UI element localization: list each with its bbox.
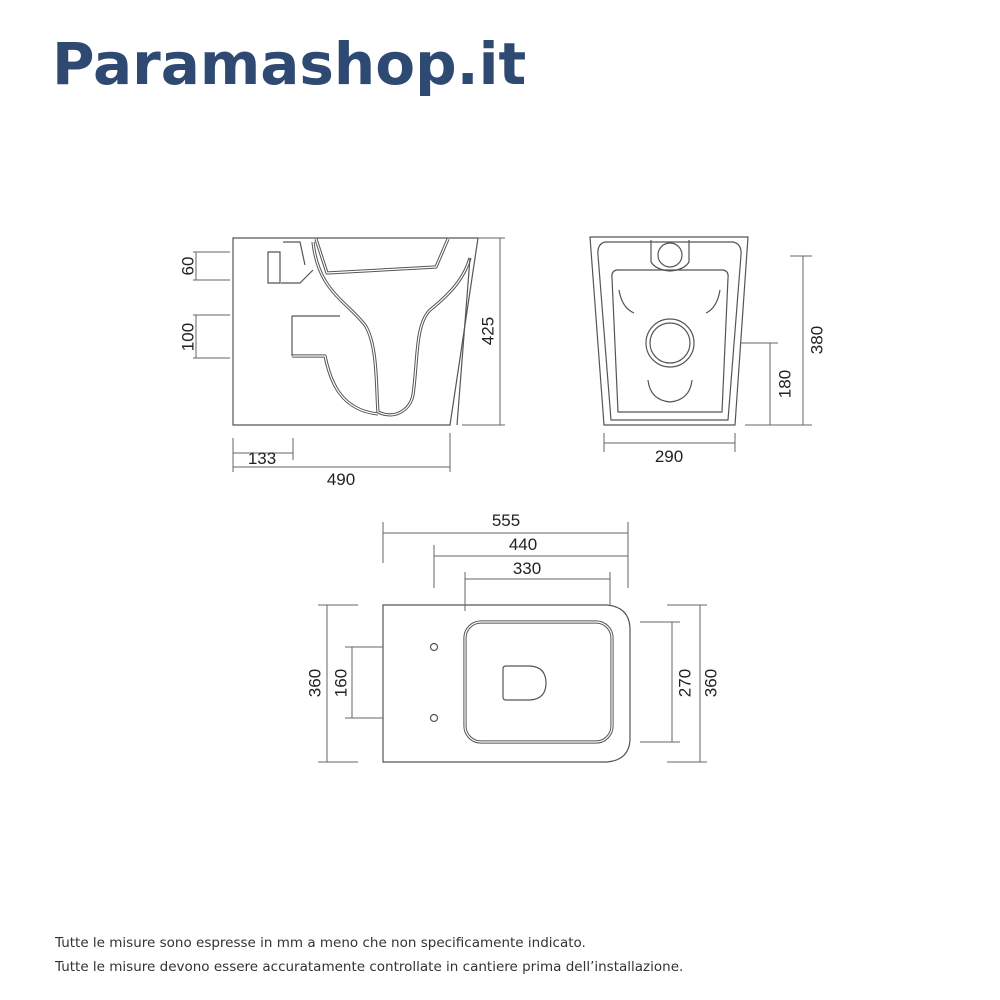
dim-360-left: 360 — [305, 669, 324, 697]
dim-330: 330 — [513, 559, 541, 578]
rear-view: 180 380 290 — [589, 236, 826, 466]
dim-100: 100 — [178, 323, 197, 351]
dim-290: 290 — [655, 447, 683, 466]
dim-180: 180 — [775, 370, 794, 398]
side-view: 60 100 425 133 490 — [178, 237, 505, 489]
dim-380: 380 — [807, 326, 826, 354]
footer-note-2: Tutte le misure devono essere accuratame… — [55, 959, 684, 975]
dim-440: 440 — [509, 535, 537, 554]
dim-555: 555 — [492, 511, 520, 530]
dim-160: 160 — [331, 669, 350, 697]
dim-270: 270 — [675, 669, 694, 697]
dim-490: 490 — [327, 470, 355, 489]
top-view: 555 440 330 360 160 270 360 — [305, 511, 720, 763]
brand-logo: Paramashop.it — [52, 30, 527, 98]
footer-note-1: Tutte le misure sono espresse in mm a me… — [55, 935, 586, 951]
dim-133: 133 — [248, 449, 276, 468]
dim-360-right: 360 — [701, 669, 720, 697]
dim-60: 60 — [178, 257, 197, 276]
dim-425: 425 — [478, 317, 497, 345]
